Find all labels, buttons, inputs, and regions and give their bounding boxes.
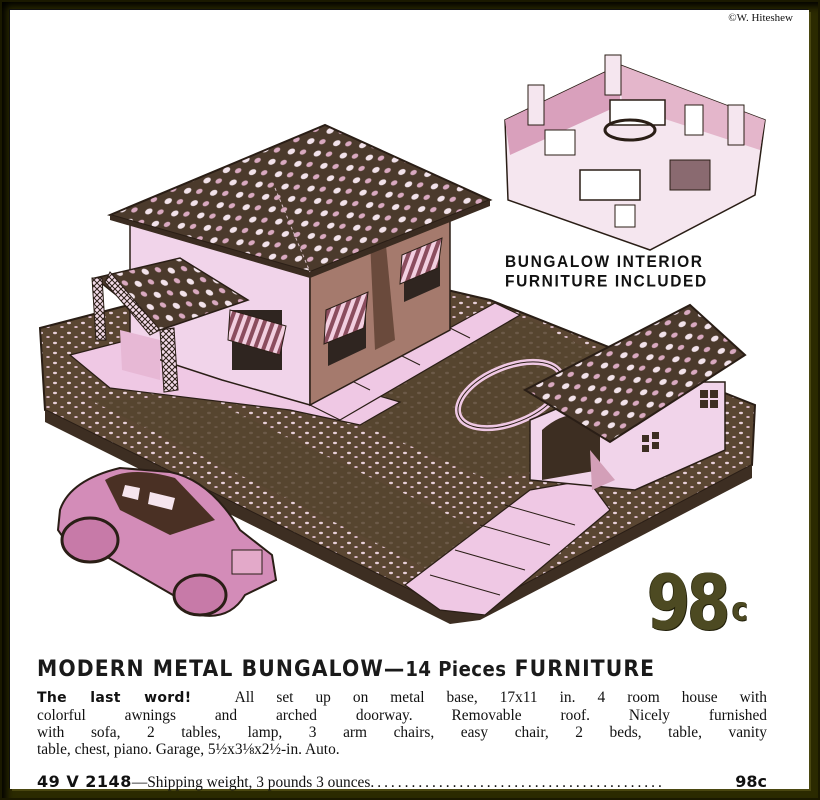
price-unit: c: [732, 590, 748, 628]
garage: [522, 303, 747, 491]
interior-caption: BUNGALOW INTERIOR FURNITURE INCLUDED: [505, 252, 708, 292]
catalog-page: ©W. Hiteshew: [10, 10, 809, 792]
headline-furniture: FURNITURE: [514, 656, 656, 682]
leader-dots: ........................................…: [370, 774, 665, 791]
order-dash: —: [131, 774, 148, 791]
order-price: 98c: [735, 772, 767, 791]
main-bungalow: [91, 123, 493, 407]
price-amount: 98: [647, 558, 730, 647]
headline-dash: —: [383, 656, 406, 682]
order-line: 49 V 2148 — Shipping weight, 3 pounds 3 …: [37, 772, 767, 792]
description-lead: The last word!: [37, 690, 192, 706]
caption-line-1: BUNGALOW INTERIOR: [505, 253, 704, 271]
product-headline: MODERN METAL BUNGALOW—14 Pieces FURNITUR…: [37, 656, 655, 682]
catalog-number: 49 V 2148: [37, 772, 132, 791]
description-line: colorful awnings and arched doorway. Rem…: [37, 707, 767, 724]
description-line: The last word! All set up on metal base,…: [37, 689, 767, 706]
bungalow-illustration: [38, 54, 766, 624]
copyright-credit: ©W. Hiteshew: [728, 12, 793, 24]
product-description: The last word! All set up on metal base,…: [37, 689, 767, 758]
shipping-weight: Shipping weight, 3 pounds 3 ounces: [147, 774, 371, 791]
interior-inset: [504, 54, 766, 251]
description-line: with sofa, 2 tables, lamp, 3 arm chairs,…: [37, 724, 767, 741]
caption-line-2: FURNITURE INCLUDED: [505, 273, 708, 291]
headline-pieces: 14 Pieces: [405, 657, 507, 681]
toy-car: [56, 466, 278, 617]
description-line: table, chest, piano. Garage, 5½x3⅛x2½-in…: [37, 741, 340, 758]
headline-title: MODERN METAL BUNGALOW: [37, 656, 384, 682]
